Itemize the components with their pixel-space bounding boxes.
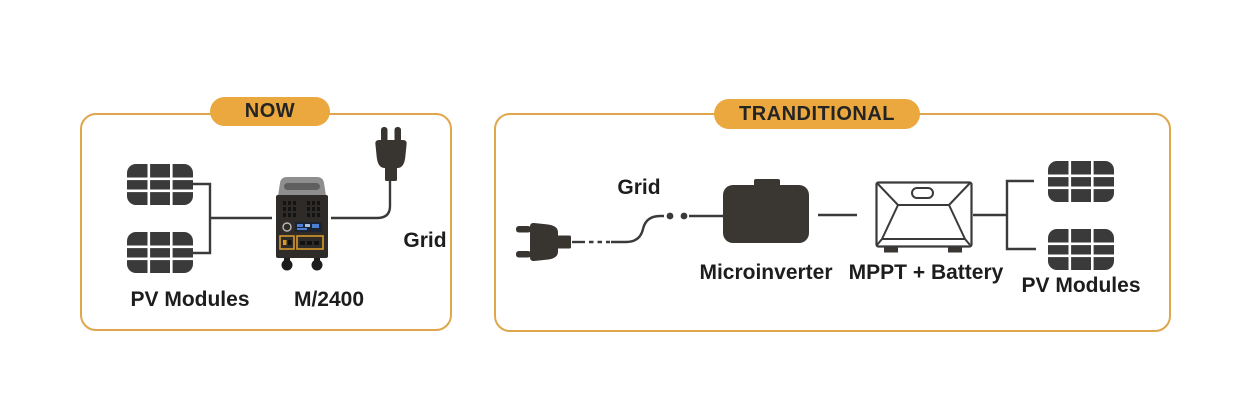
traditional-panel [494,113,1171,332]
now-badge: NOW [210,97,330,126]
pv-module-icon [127,232,193,273]
grid-label: Grid [617,176,661,199]
pv-modules-label: PV Modules [1021,274,1141,297]
pv-module-icon [1048,161,1114,202]
pv-module-icon [127,164,193,205]
microinverter-label: Microinverter [699,261,833,284]
power-station-icon [276,177,328,271]
traditional-badge: TRANDITIONAL [714,99,920,129]
plug-icon [375,127,407,181]
mppt-battery-label: MPPT + Battery [848,261,1004,284]
plug-icon [516,222,571,262]
microinverter-icon [723,179,809,243]
grid-label: Grid [403,229,447,252]
pv-modules-label: PV Modules [130,288,250,311]
pv-module-icon [1048,229,1114,270]
device-model-label: M/2400 [293,288,365,311]
mppt-battery-icon [875,181,973,253]
